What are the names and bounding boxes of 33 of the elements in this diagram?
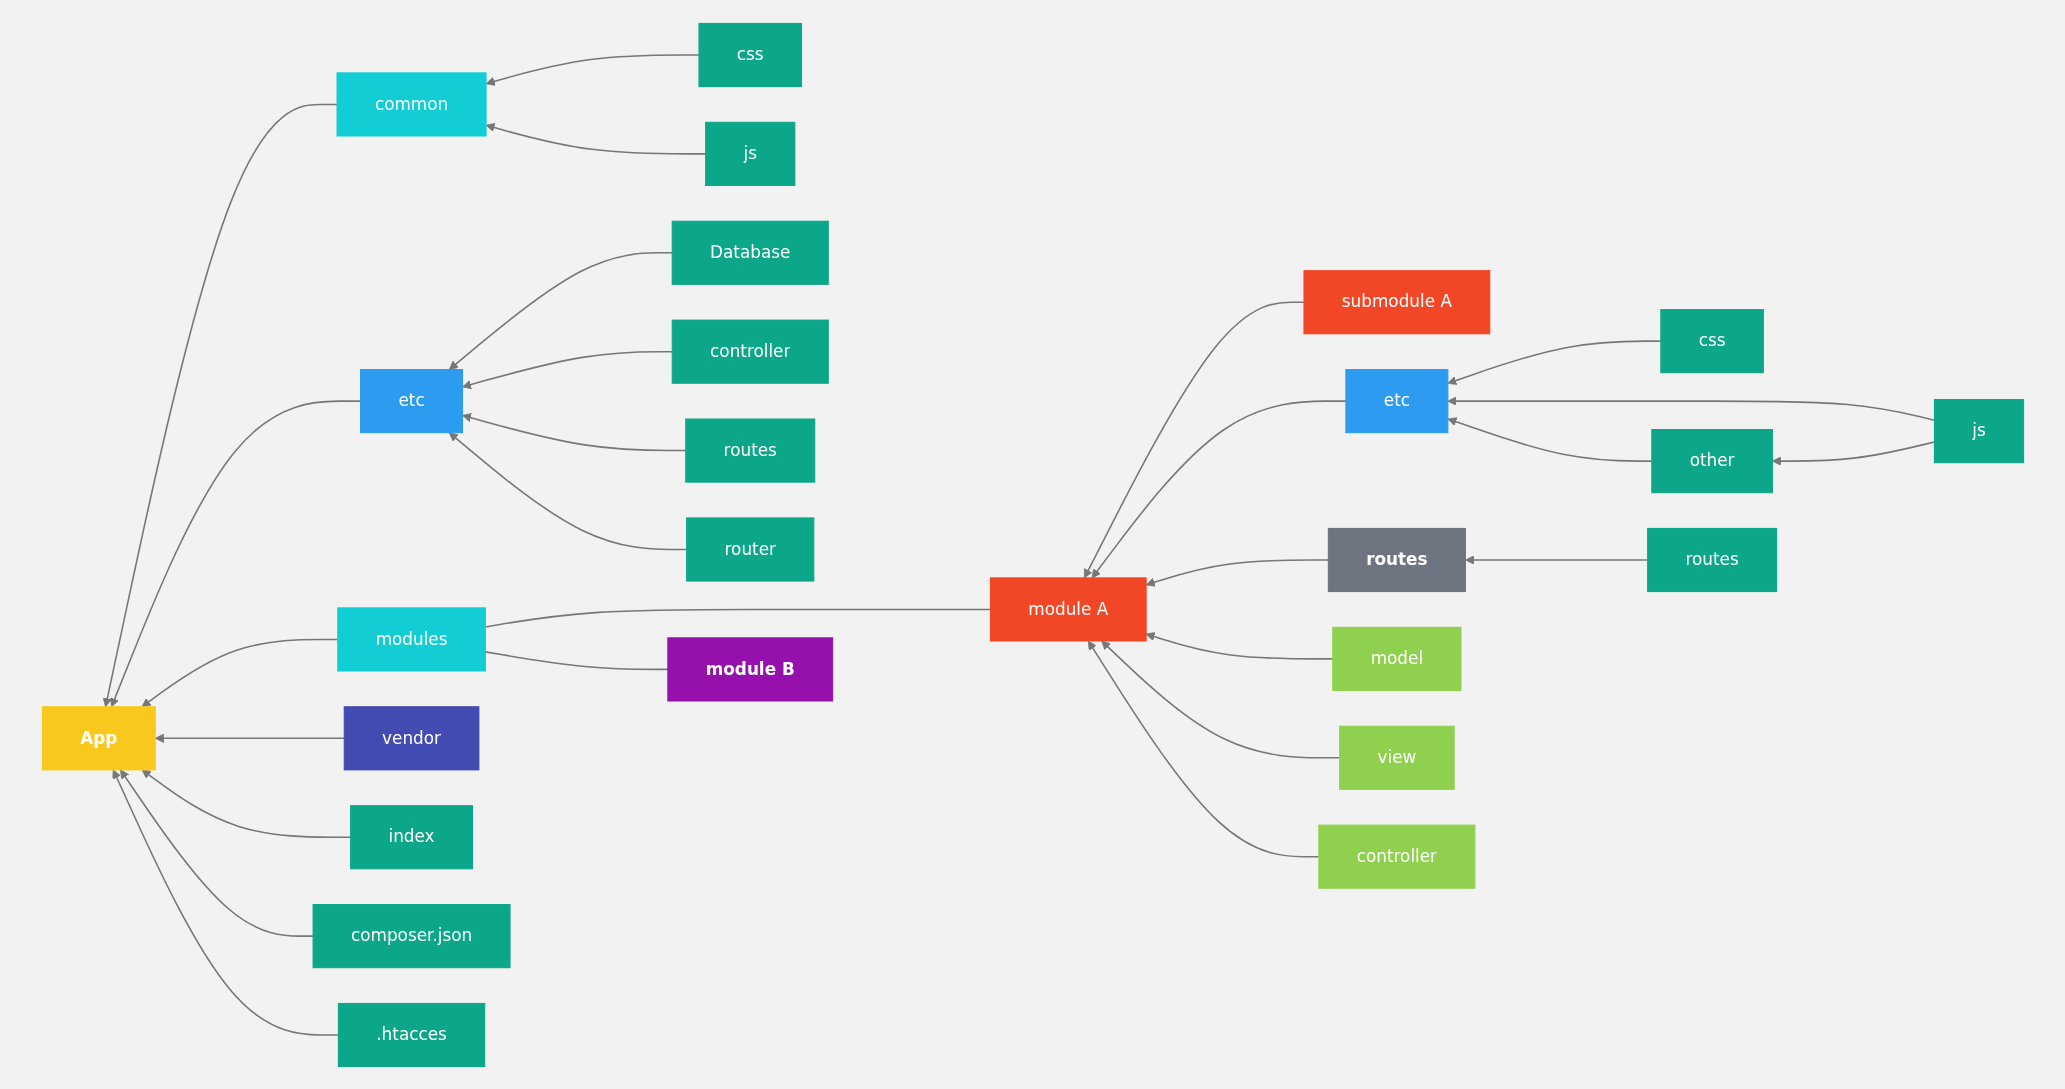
node-box: module A — [989, 576, 1147, 642]
node-box: .htacces — [337, 1002, 485, 1067]
node-box: common — [336, 71, 487, 136]
node-box: module B — [666, 636, 833, 701]
node-box: model — [1331, 626, 1461, 691]
node-box: index — [349, 804, 473, 869]
node-box: routes — [1327, 527, 1466, 592]
node-box: vendor — [343, 705, 479, 770]
node-box: css — [697, 22, 802, 87]
node-box: css — [1659, 308, 1764, 373]
node-box: js — [1933, 398, 2024, 463]
node-box: controller — [1317, 824, 1475, 889]
node-box: etc — [1344, 368, 1448, 433]
node-box: routes — [684, 418, 815, 483]
arrow — [109, 399, 361, 707]
arrow — [102, 103, 338, 707]
node-box: routes — [1646, 527, 1777, 592]
node-box: modules — [336, 606, 486, 671]
node-box: controller — [671, 319, 829, 384]
arrow — [1100, 640, 1340, 759]
node-box: other — [1650, 428, 1773, 493]
arrow — [1464, 554, 1648, 565]
node-box: etc — [359, 368, 463, 433]
node-box: composer.json — [312, 903, 511, 968]
node-box: view — [1338, 725, 1455, 790]
node-box: Database — [671, 220, 829, 285]
node-box: router — [685, 516, 814, 582]
node-box: js — [704, 121, 795, 186]
node-box: App — [41, 705, 156, 770]
arrow — [485, 122, 706, 155]
arrow — [448, 431, 687, 550]
arrow — [141, 768, 351, 838]
node-box: submodule A — [1302, 269, 1490, 334]
